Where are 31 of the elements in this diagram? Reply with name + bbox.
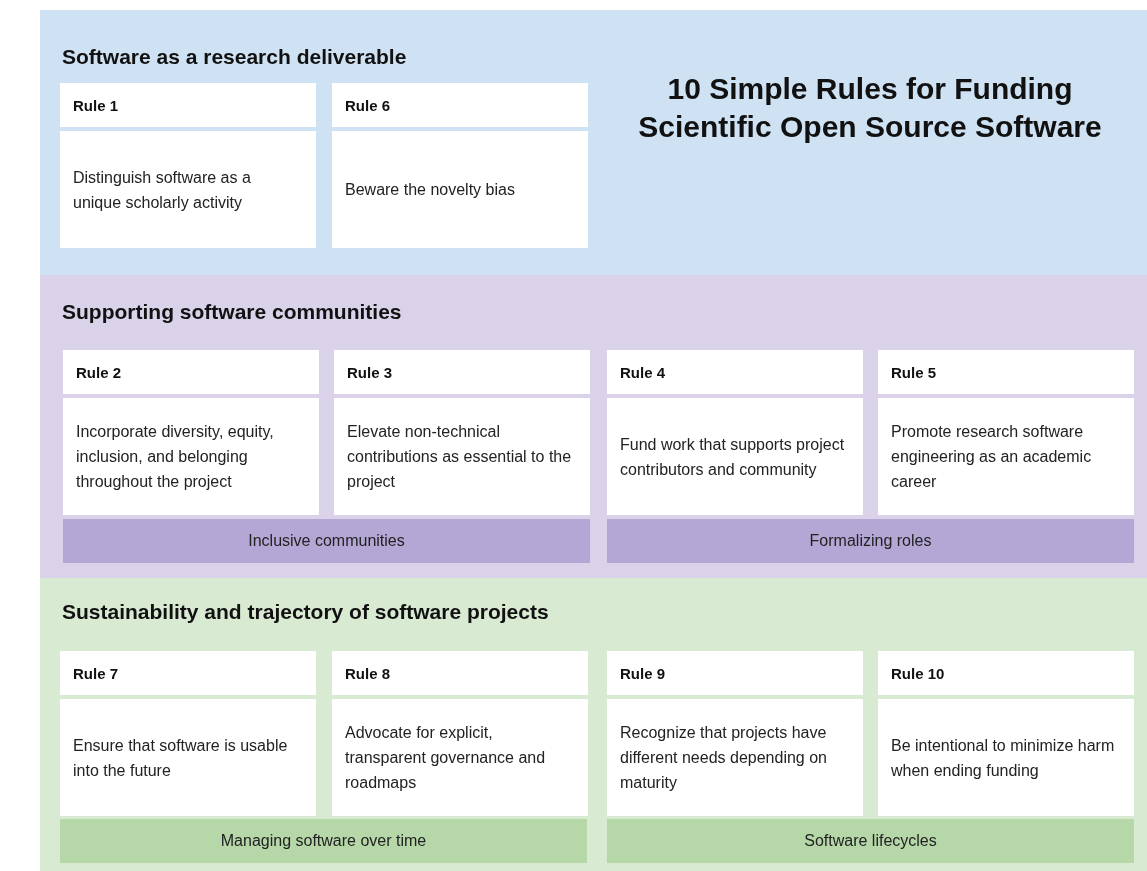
rule-label: Rule 1 [60,83,316,127]
section-heading: Supporting software communities [62,300,402,324]
rule-label: Rule 9 [607,651,863,695]
section-band [40,10,1147,275]
rule-description: Promote research software engineering as an academic career [878,398,1134,515]
rule-label: Rule 5 [878,350,1134,394]
theme-bar: Inclusive communities [63,519,590,563]
diagram-title: 10 Simple Rules for Funding Scientific Open Source Software [637,71,1103,145]
rule-description: Recognize that projects have different needs depending on maturity [607,699,863,816]
rule-label: Rule 10 [878,651,1134,695]
section-heading: Sustainability and trajectory of software projects [62,600,549,624]
rule-description: Advocate for explicit, transparent governance and roadmaps [332,699,588,816]
rule-label: Rule 7 [60,651,316,695]
section-heading: Software as a research deliverable [62,45,407,69]
rule-description: Beware the novelty bias [332,131,588,248]
theme-bar: Formalizing roles [607,519,1134,563]
rule-label: Rule 6 [332,83,588,127]
rule-label: Rule 4 [607,350,863,394]
section-band [40,578,1147,871]
theme-bar: Managing software over time [60,819,587,863]
rule-description: Elevate non-technical contributions as essential to the project [334,398,590,515]
rule-label: Rule 8 [332,651,588,695]
rule-description: Be intentional to minimize harm when ending funding [878,699,1134,816]
theme-bar: Software lifecycles [607,819,1134,863]
rule-label: Rule 3 [334,350,590,394]
section-band [40,275,1147,578]
rule-description: Incorporate diversity, equity, inclusion, and belonging throughout the project [63,398,319,515]
rule-description: Distinguish software as a unique scholarly activity [60,131,316,248]
rule-label: Rule 2 [63,350,319,394]
rule-description: Ensure that software is usable into the future [60,699,316,816]
rule-description: Fund work that supports project contributors and community [607,398,863,515]
